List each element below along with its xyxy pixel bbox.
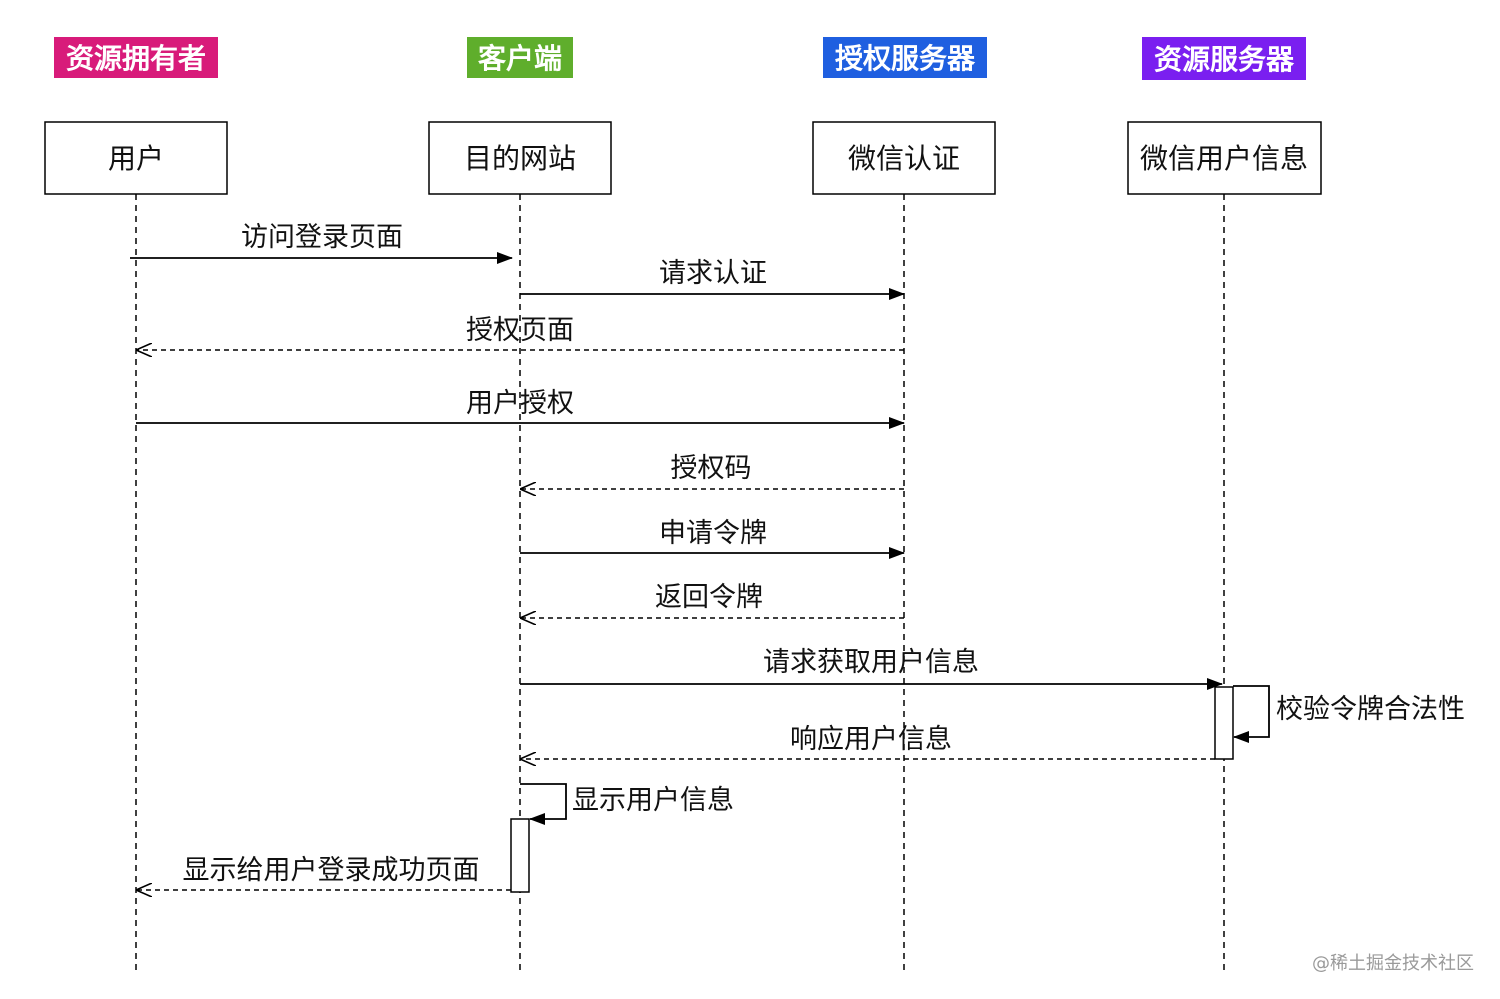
message-auth-code: 授权码	[521, 453, 904, 489]
participant-website: 目的网站	[428, 121, 612, 195]
role-label: 客户端	[478, 42, 562, 75]
message-show-success: 显示给用户登录成功页面	[137, 855, 511, 890]
role-tag-bg	[467, 37, 573, 78]
message-visit-login: 访问登录页面	[130, 222, 513, 264]
message-request-userinfo: 请求获取用户信息	[520, 647, 1223, 690]
activation-bar	[1214, 686, 1234, 760]
message-label: 显示用户信息	[572, 785, 734, 816]
message-user-authorize: 用户授权	[136, 388, 905, 429]
role-tag-bg	[1142, 37, 1306, 80]
role-tag-resource-owner: 资源拥有者	[54, 37, 218, 78]
participant-wechat-auth: 微信认证	[812, 121, 996, 195]
participant-box	[44, 121, 228, 195]
participant-label: 用户	[108, 142, 164, 175]
role-label: 授权服务器	[835, 42, 976, 75]
activation-bar	[510, 818, 530, 893]
role-tag-client: 客户端	[467, 37, 573, 78]
message-label: 授权页面	[466, 315, 574, 346]
participant-label: 目的网站	[464, 142, 576, 175]
message-auth-page: 授权页面	[137, 315, 904, 350]
message-response-userinfo: 响应用户信息	[521, 724, 1215, 759]
participant-label: 微信用户信息	[1140, 142, 1308, 175]
role-tag-resource-server: 资源服务器	[1142, 37, 1306, 80]
message-label: 申请令牌	[659, 518, 767, 549]
message-display-userinfo: 显示用户信息	[510, 783, 734, 893]
message-label: 用户授权	[466, 388, 574, 419]
participant-box	[1127, 121, 1322, 195]
watermark-text: @稀土掘金技术社区	[1312, 953, 1474, 974]
message-label: 校验令牌合法性	[1276, 694, 1465, 725]
message-label: 显示给用户登录成功页面	[183, 855, 480, 886]
role-tag-bg	[54, 37, 218, 78]
participant-box	[428, 121, 612, 195]
message-label: 返回令牌	[655, 582, 763, 613]
role-label: 资源服务器	[1154, 43, 1295, 76]
message-validate-token: 校验令牌合法性	[1214, 685, 1465, 760]
message-label: 授权码	[671, 453, 752, 484]
message-label: 请求获取用户信息	[763, 647, 979, 678]
participant-user: 用户	[44, 121, 228, 195]
participant-box	[812, 121, 996, 195]
message-label: 响应用户信息	[790, 724, 952, 755]
message-request-token: 申请令牌	[520, 518, 905, 559]
self-arrow	[1233, 685, 1270, 743]
role-tag-auth-server: 授权服务器	[823, 37, 987, 78]
message-return-token: 返回令牌	[521, 582, 904, 618]
self-arrow	[520, 783, 567, 825]
role-tag-bg	[823, 37, 987, 78]
message-label: 访问登录页面	[241, 222, 403, 253]
participant-wechat-userinfo: 微信用户信息	[1127, 121, 1322, 195]
message-request-auth: 请求认证	[520, 258, 905, 300]
role-label: 资源拥有者	[66, 42, 206, 75]
message-label: 请求认证	[659, 258, 767, 289]
participant-label: 微信认证	[848, 142, 960, 175]
